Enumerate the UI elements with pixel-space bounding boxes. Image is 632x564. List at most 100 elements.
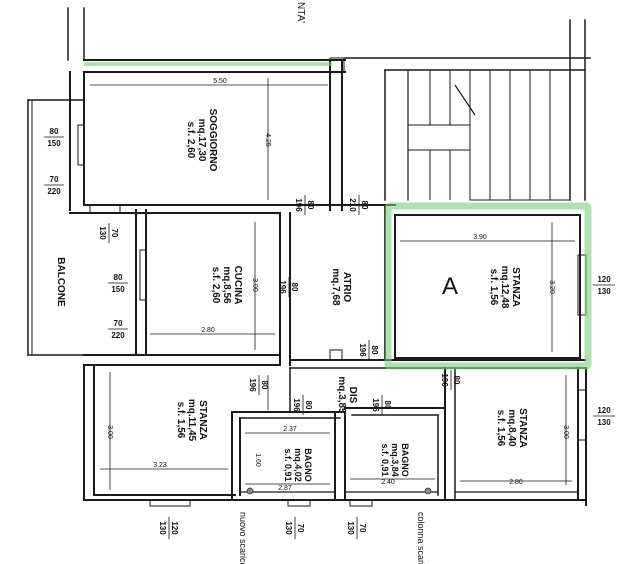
opening-height: 196 [440,373,449,387]
header-fragment: NTA' [295,2,306,23]
opening-stanza-a-win: 120 130 [593,275,615,296]
opening-width: 80 [360,201,369,210]
opening-door-cucina: 80 196 [278,277,299,297]
opening-height: 196 [278,280,287,294]
opening-height: 130 [284,521,293,535]
room-sf: s.f. 0,91 [380,443,390,476]
opening-height: 196 [371,398,380,412]
dim-label: 2.87 [278,485,292,492]
opening-height: 150 [47,139,61,148]
opening-soggiorno-2: 70 220 [44,175,64,196]
opening-width: 70 [110,229,119,238]
room-area: mq.8,56 [221,266,232,304]
opening-dis-door-right: 80 196 [440,370,461,390]
dim-label: 5.50 [213,78,227,85]
dim-label: 3.00 [562,425,569,439]
room-name: STANZA [510,267,521,307]
room-sf: s.f. 2,60 [185,122,196,159]
opening-width: 80 [260,381,269,390]
dim-label: 4.25 [264,133,271,147]
room-name: ATRIO [341,272,352,303]
opening-bottom-win-1: 120 130 [158,517,179,539]
room-soggiorno: SOGGIORNO mq.17,30 s.f. 2,60 [185,109,218,172]
staircase [407,69,571,201]
room-cucina: CUCINA mq.8,56 s.f. 2,60 [210,266,243,305]
dim-label: 3.90 [473,234,487,241]
opening-height: 196 [248,378,257,392]
opening-width: 70 [114,319,123,328]
room-area: mq.7,68 [330,268,341,306]
room-name: SOGGIORNO [207,109,218,172]
opening-stanza-sw-door: 80 196 [248,375,269,395]
opening-door-atrio-1: 80 196 [294,195,315,215]
opening-width: 70 [50,175,59,184]
opening-width: 80 [370,346,379,355]
opening-height: 220 [47,187,61,196]
room-dis: DIS mq.3,85 [336,376,358,414]
opening-width: 80 [452,376,461,385]
opening-width: 80 [306,201,315,210]
walls [27,7,591,506]
opening-width: 120 [597,406,611,415]
dim-label: 3.00 [106,425,113,439]
room-area: mq.3,85 [336,376,347,414]
opening-width: 80 [114,273,123,282]
opening-height: 196 [294,198,303,212]
opening-bottom-win-3: 70 130 [346,517,367,539]
opening-height: 130 [98,226,107,240]
room-stanza-sw: STANZA mq.11,45 s.f. 1,56 [175,399,208,442]
room-area: mq.4,02 [293,448,303,482]
room-area: mq.8,40 [506,409,517,447]
opening-balcone-2: 70 220 [108,319,128,340]
drain-icon [424,487,432,495]
note-nuovo-scarico: nuovo scarico [238,512,248,564]
room-area: mq.3,84 [390,443,400,477]
room-sf: s.f. 0,91 [283,448,293,481]
opening-bottom-win-2: 70 130 [284,517,305,539]
opening-height: 196 [292,398,301,412]
room-sf: s.f. 2,60 [210,267,221,304]
dim-label: 2.37 [283,426,297,433]
opening-width: 70 [358,524,367,533]
room-area: mq.12,48 [499,266,510,309]
room-atrio: ATRIO mq.7,68 [330,268,352,306]
opening-width: 70 [296,524,305,533]
dim-label: 2.80 [201,327,215,334]
room-name: STANZA [517,408,528,448]
room-name: BAGNO [303,448,313,482]
opening-bagno2-door: 80 196 [371,395,392,415]
opening-width: 80 [383,401,392,410]
room-name: STANZA [197,400,208,440]
dim-label: 2.40 [381,479,395,486]
room-name: CUCINA [232,266,243,305]
opening-door-atrio-2: 80 210 [348,195,369,215]
highlight-box [384,202,592,370]
dim-label: 3.20 [548,280,555,294]
opening-height: 130 [597,287,611,296]
drain-icon [246,487,254,495]
opening-width: 80 [304,401,313,410]
room-stanza-a: STANZA mq.12,48 s.f. 1,56 [488,266,521,309]
room-balcone: BALCONE [55,257,66,307]
opening-soggiorno-1: 80 150 [44,127,64,148]
note-colonna-scarico: colonna scarico [416,512,426,564]
opening-balcone-1: 80 150 [108,273,128,294]
dimension-lines [90,78,575,490]
opening-bagno1-door: 80 196 [292,395,313,415]
opening-height: 130 [597,418,611,427]
room-sf: s.f. 1,56 [495,410,506,447]
opening-height: 196 [358,343,367,357]
opening-width: 120 [597,275,611,284]
room-name: BAGNO [400,443,410,477]
opening-stanza-se-win: 120 130 [593,406,615,427]
room-name: DIS [347,387,358,404]
room-bagno-2: BAGNO mq.3,84 s.f. 0,91 [380,443,410,477]
opening-height: 220 [111,331,125,340]
room-bagno-1: BAGNO mq.4,02 s.f. 0,91 [283,448,313,482]
dim-label: 3.23 [153,462,167,469]
dimension-labels: 5.50 4.25 3.90 3.20 3.00 2.80 3.23 3.00 … [106,78,569,492]
opening-height: 150 [111,285,125,294]
opening-labels: 80 150 70 220 80 150 70 220 70 130 80 [44,127,615,539]
room-sf: s.f. 1,56 [175,402,186,439]
